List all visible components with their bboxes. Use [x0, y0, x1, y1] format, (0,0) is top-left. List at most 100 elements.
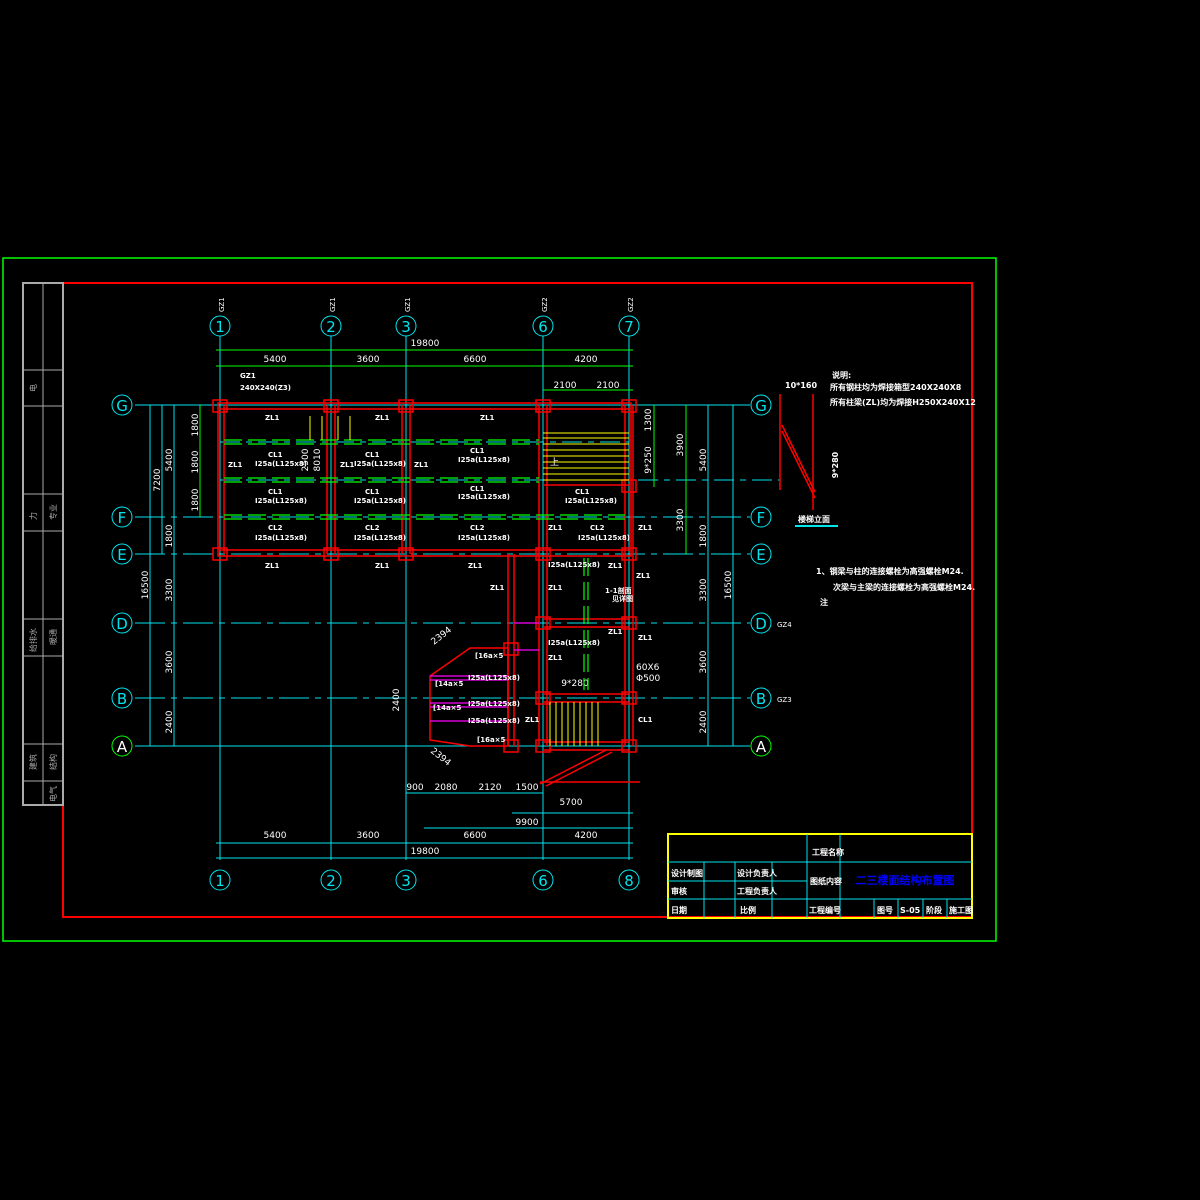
dim-top-sub: 2100	[554, 381, 577, 391]
svg-text:I25a(L125x8): I25a(L125x8)	[354, 497, 406, 505]
dim-left-total: 16500	[141, 570, 151, 599]
svg-text:CL1: CL1	[365, 488, 380, 496]
stair-up-label: 上	[550, 457, 559, 468]
side-text: 电	[28, 384, 38, 392]
svg-text:2400: 2400	[392, 688, 402, 711]
sheet-label: 图号	[877, 906, 893, 915]
svg-text:2: 2	[326, 318, 336, 336]
svg-text:所有柱梁(ZL)均为焊接H250X240X12: 所有柱梁(ZL)均为焊接H250X240X12	[829, 397, 976, 407]
svg-text:ZL1: ZL1	[608, 562, 623, 570]
svg-text:3600: 3600	[165, 650, 175, 673]
svg-text:CL1: CL1	[575, 488, 590, 496]
axis-bubble-3-bottom: 3	[395, 869, 417, 891]
svg-text:I25a(L125x8): I25a(L125x8)	[565, 497, 617, 505]
svg-text:1800: 1800	[191, 488, 201, 511]
stair-flight	[539, 394, 816, 787]
svg-text:ZL1: ZL1	[548, 654, 563, 662]
design-head: 设计负责人	[737, 868, 778, 878]
axis-bubble-2-bottom: 2	[320, 869, 342, 891]
svg-text:ZL1: ZL1	[548, 524, 563, 532]
eng-head: 工程负责人	[737, 886, 778, 896]
svg-text:3: 3	[401, 318, 411, 336]
svg-text:CL1: CL1	[268, 488, 283, 496]
svg-text:D: D	[755, 615, 767, 633]
svg-text:2500: 2500	[301, 448, 311, 471]
axis-bubble-6-bottom: 6	[532, 869, 554, 891]
svg-text:3900: 3900	[676, 433, 686, 456]
svg-text:[16a×5: [16a×5	[477, 736, 506, 744]
svg-text:ZL1: ZL1	[375, 562, 390, 570]
svg-text:E: E	[756, 546, 765, 564]
stair-upper	[543, 432, 629, 481]
svg-text:次梁与主梁的连接螺栓为高强螺栓M24.: 次梁与主梁的连接螺栓为高强螺栓M24.	[833, 582, 975, 592]
svg-text:[14a×5: [14a×5	[435, 680, 464, 688]
svg-text:9900: 9900	[516, 818, 539, 828]
svg-text:2400: 2400	[165, 710, 175, 733]
svg-text:1: 1	[215, 318, 225, 336]
svg-text:9*280: 9*280	[561, 679, 589, 689]
svg-text:5700: 5700	[560, 798, 583, 808]
svg-text:CL2: CL2	[590, 524, 605, 532]
svg-text:GZ1: GZ1	[404, 297, 412, 312]
axis-grid	[135, 336, 780, 860]
side-text: 结构	[48, 754, 58, 770]
side-text: 给排水	[28, 628, 38, 652]
svg-text:ZL1: ZL1	[375, 414, 390, 422]
job-no-label: 工程编号	[809, 905, 841, 915]
svg-text:1800: 1800	[191, 413, 201, 436]
svg-text:G: G	[755, 397, 767, 415]
svg-text:I25a(L125x8): I25a(L125x8)	[458, 493, 510, 501]
svg-text:1、钢梁与柱的连接螺栓为高强螺栓M24.: 1、钢梁与柱的连接螺栓为高强螺栓M24.	[816, 566, 964, 576]
side-text: 暖通	[48, 629, 58, 645]
svg-text:8: 8	[624, 872, 634, 890]
svg-text:A: A	[117, 738, 128, 756]
svg-text:ZL1: ZL1	[608, 628, 623, 636]
svg-text:6: 6	[538, 872, 548, 890]
svg-text:2394: 2394	[428, 746, 452, 768]
svg-text:9*280: 9*280	[831, 451, 840, 478]
dim-top-span: 6600	[464, 355, 487, 365]
svg-text:6600: 6600	[464, 831, 487, 841]
svg-text:I25a(L125x8): I25a(L125x8)	[354, 460, 406, 468]
svg-text:CL1: CL1	[638, 716, 653, 724]
svg-text:1500: 1500	[516, 783, 539, 793]
dim-top-span: 5400	[264, 355, 287, 365]
stage: 施工图	[949, 905, 973, 915]
svg-text:3300: 3300	[676, 508, 686, 531]
svg-text:CL1: CL1	[365, 451, 380, 459]
svg-text:ZL1: ZL1	[480, 414, 495, 422]
svg-text:2120: 2120	[479, 783, 502, 793]
svg-text:B: B	[756, 690, 766, 708]
svg-text:I25a(L125x8): I25a(L125x8)	[255, 534, 307, 542]
svg-text:I25a(L125x8): I25a(L125x8)	[255, 460, 307, 468]
svg-text:楼梯立面: 楼梯立面	[798, 514, 830, 524]
svg-text:注: 注	[820, 597, 828, 607]
stage-label: 阶段	[926, 905, 942, 915]
svg-text:ZL1: ZL1	[414, 461, 429, 469]
svg-text:CL2: CL2	[268, 524, 283, 532]
svg-text:GZ2: GZ2	[627, 297, 635, 312]
dim-left-5400: 5400	[165, 448, 175, 471]
svg-text:I25a(L125x8): I25a(L125x8)	[354, 534, 406, 542]
svg-text:GZ3: GZ3	[777, 696, 792, 704]
drawing-title: 二三楼面结构布置图	[856, 873, 955, 887]
svg-text:[14a×5: [14a×5	[433, 704, 462, 712]
svg-text:见详图: 见详图	[612, 594, 633, 603]
axis-bubble-8-bottom: 8	[618, 869, 640, 891]
svg-text:CL1: CL1	[470, 485, 485, 493]
side-text: 力	[28, 512, 38, 520]
svg-text:1800: 1800	[699, 524, 709, 547]
svg-text:I25a(L125x8): I25a(L125x8)	[458, 534, 510, 542]
dim-top-span: 4200	[575, 355, 598, 365]
svg-text:GZ1: GZ1	[240, 372, 256, 380]
svg-text:ZL1: ZL1	[468, 562, 483, 570]
svg-text:ZL1: ZL1	[490, 584, 505, 592]
